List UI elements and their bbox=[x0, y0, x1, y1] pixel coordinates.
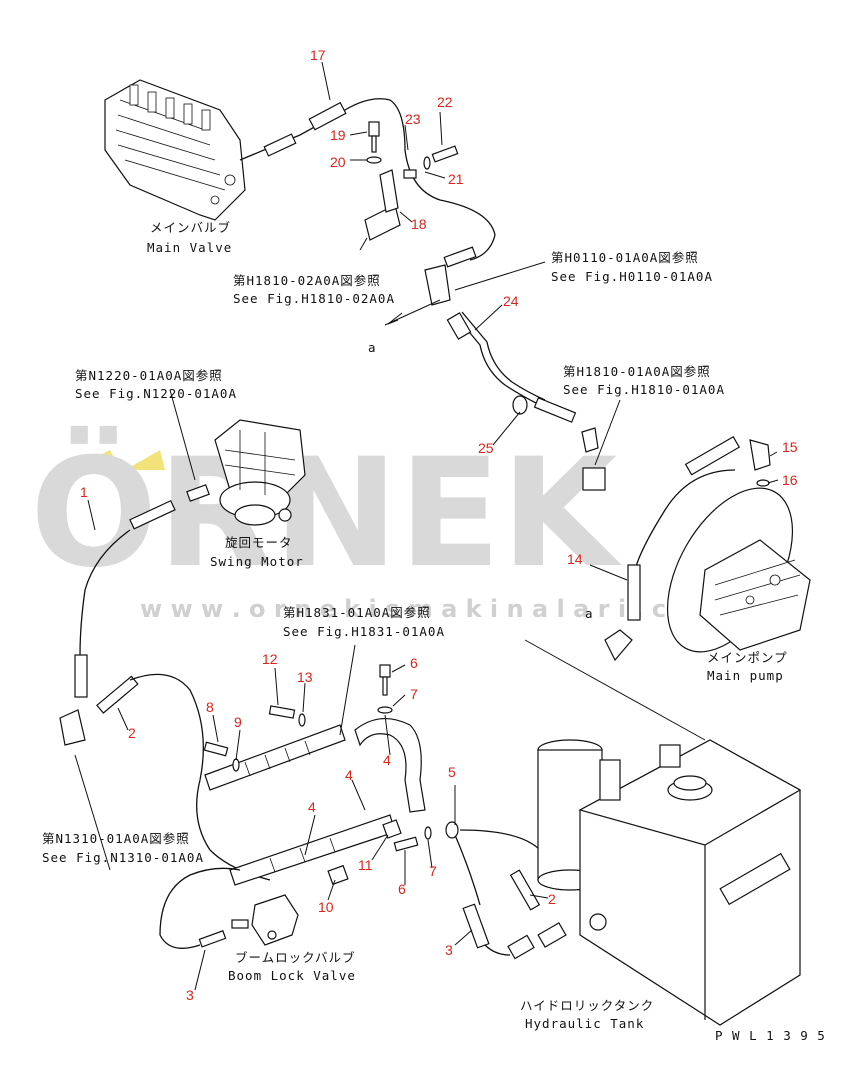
callout-8: 8 bbox=[206, 699, 214, 715]
callout-numbers: 17 19 20 23 22 21 18 24 25 15 16 14 1 2 … bbox=[80, 47, 798, 1003]
callout-7-top: 7 bbox=[410, 686, 418, 702]
callout-5: 5 bbox=[448, 764, 456, 780]
hydraulic-tank bbox=[524, 639, 802, 1026]
ref-h1831-jp: 第H1831-01A0A図参照 bbox=[283, 605, 431, 620]
boom-lock-label-en: Boom Lock Valve bbox=[228, 968, 356, 983]
callout-10: 10 bbox=[318, 899, 334, 915]
hose-24 bbox=[384, 261, 599, 453]
arrow-a-upper: a bbox=[368, 340, 377, 355]
callout-18: 18 bbox=[411, 216, 427, 232]
bracket-18 bbox=[359, 121, 459, 251]
main-valve-label-en: Main Valve bbox=[147, 240, 232, 255]
callout-19: 19 bbox=[330, 127, 346, 143]
ref-n1220-en: See Fig.N1220-01A0A bbox=[75, 386, 237, 401]
callout-4-b: 4 bbox=[345, 767, 353, 783]
main-pump bbox=[604, 435, 811, 662]
callout-23: 23 bbox=[405, 111, 421, 127]
hose-17 bbox=[239, 98, 496, 268]
callout-3-right: 3 bbox=[445, 942, 453, 958]
callout-25: 25 bbox=[478, 440, 494, 456]
callout-4-c: 4 bbox=[308, 799, 316, 815]
callout-6-bottom: 6 bbox=[398, 881, 406, 897]
ref-h0110-en: See Fig.H0110-01A0A bbox=[551, 269, 713, 284]
callout-16: 16 bbox=[782, 472, 798, 488]
watermark-accent bbox=[70, 450, 165, 470]
boom-lock-valve bbox=[159, 867, 299, 949]
callout-2-left: 2 bbox=[128, 725, 136, 741]
labels: メインバルブ Main Valve 第H1810-02A0A図参照 See Fi… bbox=[42, 220, 826, 1043]
callout-15: 15 bbox=[782, 439, 798, 455]
callout-12: 12 bbox=[262, 651, 278, 667]
leader-lines bbox=[87, 61, 779, 991]
watermark: ÖRNEK w w w . o r n e k i s m a k i n a … bbox=[30, 425, 782, 623]
ref-h1810-02-en: See Fig.H1810-02A0A bbox=[233, 291, 395, 306]
drawing-number: P W L 1 3 9 5 bbox=[715, 1028, 826, 1043]
callout-2-right: 2 bbox=[548, 891, 556, 907]
hose-2-left bbox=[96, 673, 271, 881]
main-pump-label-en: Main pump bbox=[707, 668, 784, 683]
ref-n1220-jp: 第N1220-01A0A図参照 bbox=[75, 368, 223, 383]
ref-n1310-en: See Fig.N1310-01A0A bbox=[42, 850, 204, 865]
callout-7-bottom: 7 bbox=[429, 863, 437, 879]
callout-20: 20 bbox=[330, 154, 346, 170]
callout-24: 24 bbox=[503, 293, 519, 309]
swing-motor-label-en: Swing Motor bbox=[210, 554, 304, 569]
callout-11: 11 bbox=[358, 857, 373, 873]
callout-9: 9 bbox=[234, 714, 242, 730]
hyd-tank-label-en: Hydraulic Tank bbox=[525, 1016, 644, 1031]
watermark-brand: ÖRNEK bbox=[30, 425, 622, 601]
swing-motor-label-jp: 旋回モータ bbox=[225, 535, 293, 550]
callout-3-left: 3 bbox=[186, 987, 194, 1003]
callout-4-a: 4 bbox=[383, 752, 391, 768]
hyd-tank-label-jp: ハイドロリックタンク bbox=[520, 998, 654, 1013]
hose-1 bbox=[59, 499, 176, 871]
ref-n1310-jp: 第N1310-01A0A図参照 bbox=[42, 831, 190, 846]
callout-1: 1 bbox=[80, 484, 88, 500]
callout-14: 14 bbox=[567, 551, 583, 567]
ref-h0110-jp: 第H0110-01A0A図参照 bbox=[551, 250, 699, 265]
swing-motor bbox=[169, 389, 306, 526]
main-pump-label-jp: メインポンプ bbox=[707, 650, 788, 665]
callout-17: 17 bbox=[310, 47, 326, 63]
callout-6-top: 6 bbox=[410, 655, 418, 671]
ref-h1810-02-jp: 第H1810-02A0A図参照 bbox=[233, 273, 381, 288]
ref-h1831-en: See Fig.H1831-01A0A bbox=[283, 624, 445, 639]
callout-21: 21 bbox=[448, 171, 464, 187]
port-block bbox=[582, 467, 606, 491]
hoses-right bbox=[445, 821, 567, 960]
ref-h1810-01-jp: 第H1810-01A0A図参照 bbox=[563, 364, 711, 379]
main-valve bbox=[104, 79, 246, 221]
callout-22: 22 bbox=[437, 94, 453, 110]
ref-h1810-01-en: See Fig.H1810-01A0A bbox=[563, 382, 725, 397]
arrow-a-lower: a bbox=[585, 606, 594, 621]
callout-13: 13 bbox=[297, 669, 313, 685]
boom-lock-label-jp: ブームロックバルブ bbox=[235, 950, 356, 965]
main-valve-label-jp: メインバルブ bbox=[150, 220, 231, 235]
clamp-assembly bbox=[203, 644, 432, 886]
